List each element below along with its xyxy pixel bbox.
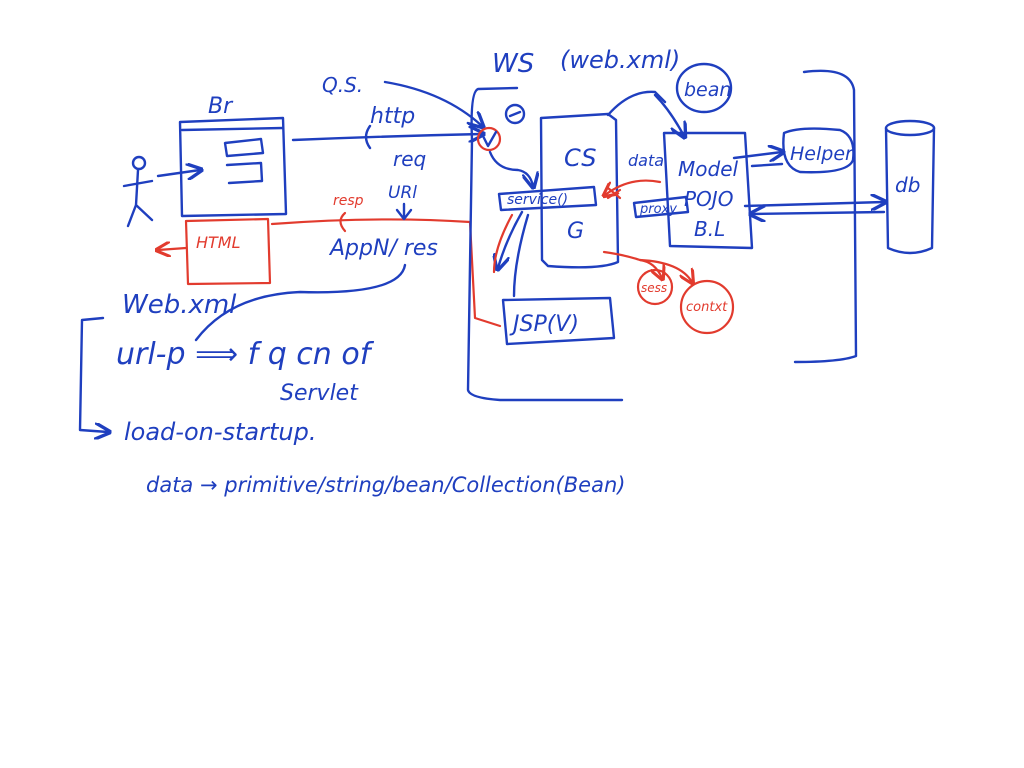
model-box xyxy=(662,131,754,250)
html-to-user-arrow xyxy=(158,248,188,250)
web-server-label: WS xyxy=(492,49,534,79)
pojo-label: POJO xyxy=(684,187,733,211)
helper-to-model-line xyxy=(750,162,784,168)
response-tick-mark xyxy=(339,211,347,233)
query-string-label: Q.S. xyxy=(322,73,363,97)
user-to-browser-arrow xyxy=(156,170,200,176)
bean-ellipse xyxy=(675,62,733,114)
query-string-arrow xyxy=(383,80,482,126)
user-stick-figure-icon xyxy=(122,155,154,228)
service-forward-red-line xyxy=(492,213,514,274)
service-jsp-line xyxy=(512,213,530,298)
bean-label: bean xyxy=(684,79,731,101)
url-down-arrow xyxy=(395,202,413,221)
http-response-line xyxy=(270,218,502,328)
web-server-container xyxy=(466,86,624,402)
filter-node xyxy=(476,126,502,152)
data-label: data xyxy=(628,151,664,170)
cross-mark xyxy=(606,186,622,200)
proxy-label: proxy xyxy=(639,202,677,217)
url-pattern-note: url-p ⟹ f q cn of xyxy=(116,337,375,372)
controller-servlet-box xyxy=(539,112,620,269)
web-xml-note: Web.xml xyxy=(122,290,237,320)
req-label: req xyxy=(393,147,426,171)
html-box-label: HTML xyxy=(196,233,241,252)
http-request-arrow xyxy=(291,134,482,140)
service-label: service() xyxy=(507,192,568,208)
business-logic-label: B.L xyxy=(694,217,725,241)
cs-to-bean-curve xyxy=(606,90,667,117)
jsp-label: JSP(V) xyxy=(509,312,579,337)
session-label: sess xyxy=(641,281,667,295)
browser-label: Br xyxy=(208,94,234,119)
database-cylinder-icon xyxy=(884,119,936,255)
service-to-jsp-arrow xyxy=(498,210,524,268)
filter-to-service-arrow xyxy=(488,150,533,186)
listener-node xyxy=(504,103,526,125)
model-label: Model xyxy=(678,157,738,181)
helper-label: Helper xyxy=(790,143,854,165)
helper-box xyxy=(782,127,855,174)
service-method-box xyxy=(497,185,598,212)
request-tick-mark xyxy=(364,124,372,150)
bean-to-model-arrow xyxy=(653,93,684,136)
resp-label: resp xyxy=(333,193,364,209)
model-to-helper-arrow xyxy=(732,152,782,158)
load-on-startup-note: load-on-startup. xyxy=(124,418,316,446)
servlet-note: Servlet xyxy=(280,381,359,406)
db-label: db xyxy=(895,173,920,197)
note-bracket xyxy=(78,316,108,432)
outer-container-bracket xyxy=(793,69,858,364)
model-to-db-arrow xyxy=(743,202,884,206)
context-circle xyxy=(679,279,735,335)
db-to-model-arrow xyxy=(752,212,886,214)
session-circle xyxy=(636,268,674,306)
url-label: URl xyxy=(388,183,417,203)
http-label: http xyxy=(370,104,415,129)
model-to-service-red-arrow xyxy=(605,179,662,195)
g-label: G xyxy=(567,219,584,244)
app-resource-label: AppN/ res xyxy=(328,236,438,261)
jsp-view-box xyxy=(501,296,616,346)
web-xml-to-url-pattern-curve xyxy=(194,263,407,342)
browser-box xyxy=(178,116,288,218)
cs-to-context-arrow xyxy=(638,258,692,282)
html-response-box xyxy=(184,217,272,286)
cs-label: CS xyxy=(564,144,596,172)
context-label: contxt xyxy=(686,300,728,315)
data-types-note: data → primitive/string/bean/Collection(… xyxy=(146,473,625,497)
web-xml-top-label: (web.xml) xyxy=(560,46,680,74)
